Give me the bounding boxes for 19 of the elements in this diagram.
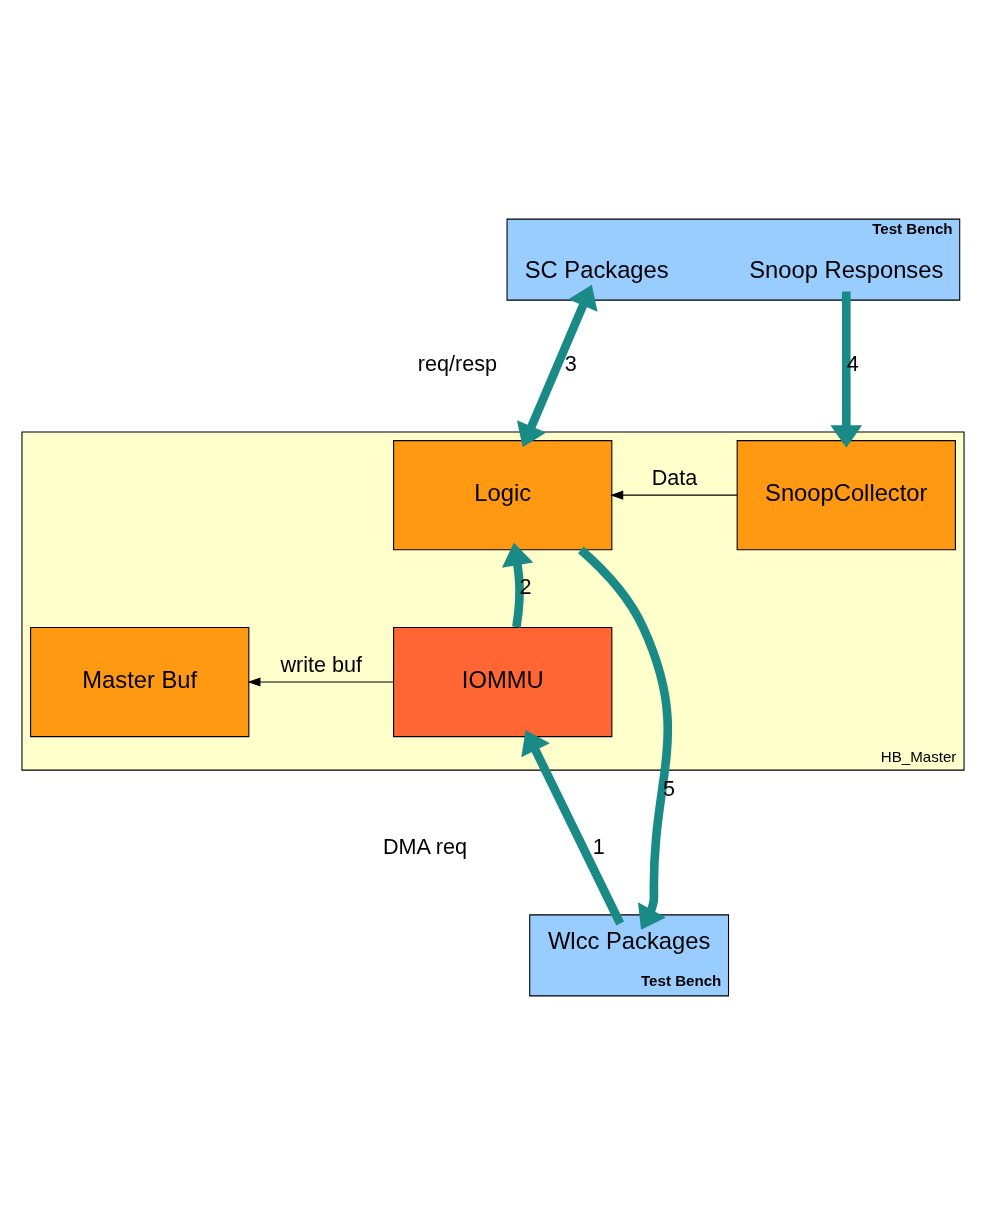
node-text: SC Packages [524,255,669,283]
edge-label: 3 [564,350,577,376]
arrow [501,542,533,628]
arrow [577,546,672,930]
edge-label: Data [651,464,697,490]
node-box: Logic [392,439,612,550]
label: DMA req [382,833,467,859]
arrow [516,284,598,447]
node-box: IOMMU [392,626,612,737]
node-text: Wlcc Packages [547,926,710,954]
arrow [609,490,738,500]
node-box: Master Buf [29,626,249,737]
edge-label: 1 [592,833,605,859]
node-text: Snoop Responses [748,255,943,283]
arrow [247,677,394,687]
node-box: SnoopCollector [736,439,956,550]
label: req/resp [417,350,497,376]
arrow [829,291,862,448]
edge-label: write buf [279,651,362,677]
